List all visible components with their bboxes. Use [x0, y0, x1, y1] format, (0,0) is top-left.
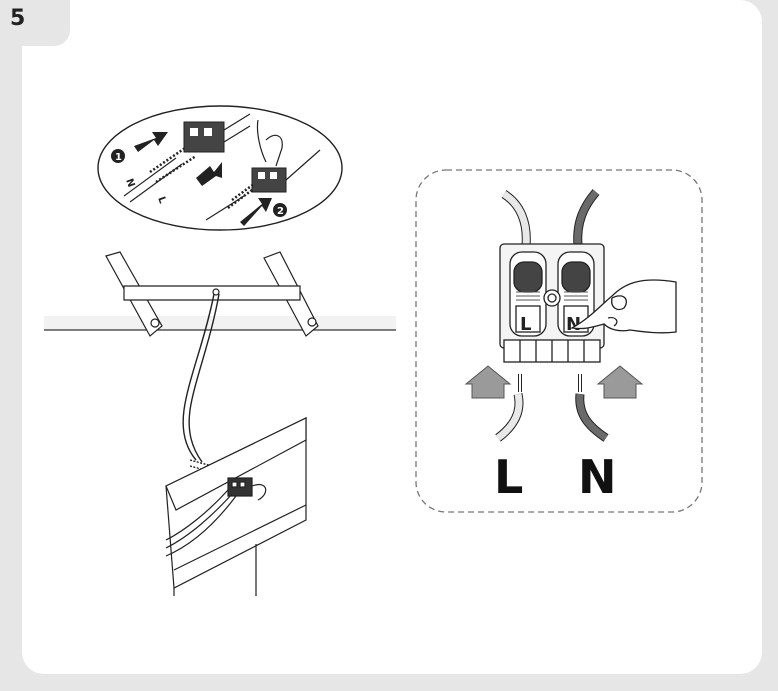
- incoming-wires: [501, 189, 600, 247]
- inset-marker-1: 1: [115, 152, 122, 163]
- inset-label-l: L: [155, 195, 168, 205]
- neutral-wire: [575, 374, 609, 442]
- hand-icon: [569, 279, 677, 334]
- insert-arrow-left-icon: [464, 365, 512, 399]
- instruction-panel: [22, 0, 762, 674]
- terminal-block: L N: [499, 243, 605, 363]
- terminal-detail-frame: [415, 169, 703, 513]
- step-tab: 5: [0, 0, 70, 46]
- inset-marker-2: 2: [277, 206, 284, 217]
- mounting-bracket: [105, 251, 319, 337]
- live-wire: [495, 374, 524, 442]
- lamp-housing: [165, 417, 307, 596]
- housing-connector: [165, 477, 267, 557]
- step-number: 5: [10, 6, 26, 31]
- terminal-slot-n: N: [566, 314, 581, 335]
- detail-inset: 1 2 N L: [97, 105, 343, 231]
- wire-label-neutral: N: [578, 450, 617, 504]
- inset-label-n: N: [123, 177, 136, 189]
- ceiling-surface: [44, 316, 396, 331]
- terminal-slot-l: L: [520, 314, 531, 335]
- wire-label-live: L: [494, 450, 524, 504]
- insert-arrow-right-icon: [596, 365, 644, 399]
